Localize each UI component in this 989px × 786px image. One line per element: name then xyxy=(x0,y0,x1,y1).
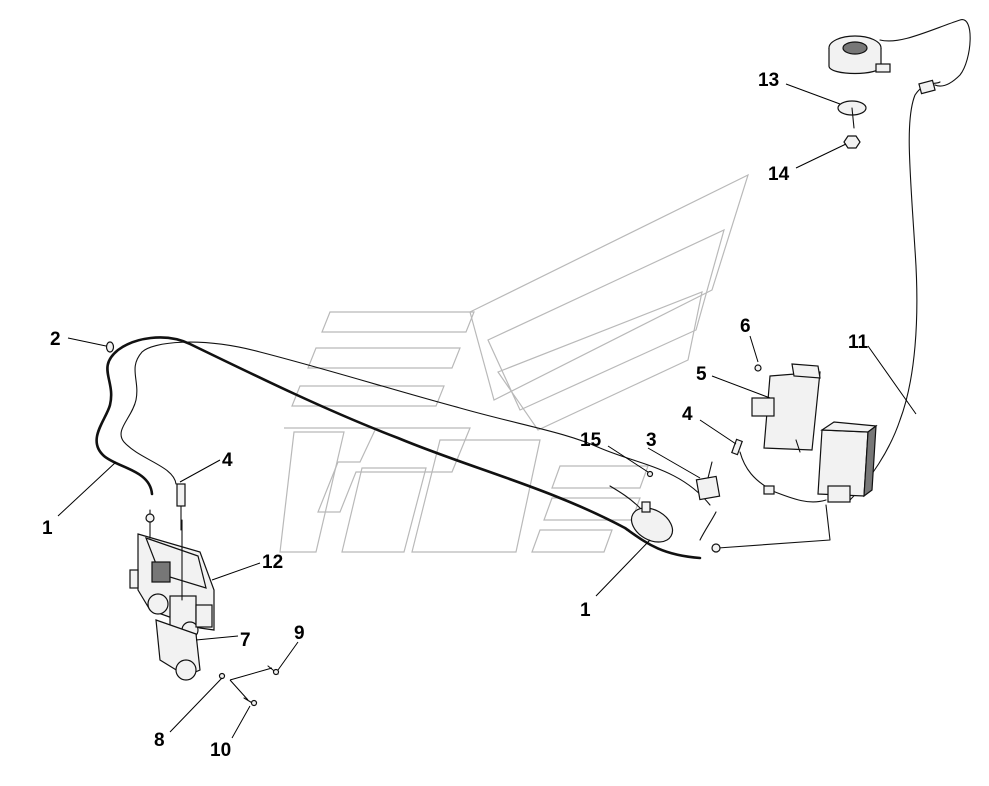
callout-1-left: 1 xyxy=(42,518,53,539)
part-15-clip xyxy=(646,470,654,478)
part-5-bracket xyxy=(751,363,821,453)
part-3-module xyxy=(695,461,721,501)
callout-8: 8 xyxy=(154,730,165,751)
callout-10: 10 xyxy=(210,740,231,761)
fasteners-8-9-10 xyxy=(218,665,280,707)
callout-4-right: 4 xyxy=(682,404,693,425)
part-1-antenna-disc xyxy=(630,501,721,553)
callout-7: 7 xyxy=(240,630,251,651)
callout-5: 5 xyxy=(696,364,707,385)
callout-6: 6 xyxy=(740,316,751,337)
callout-4-left: 4 xyxy=(222,450,233,471)
part-6-screw xyxy=(754,364,762,372)
wiring-harness xyxy=(95,19,971,560)
part-13-speaker xyxy=(828,35,936,129)
callout-12: 12 xyxy=(262,552,283,573)
part-4-antenna-connector xyxy=(176,483,186,531)
control-box xyxy=(817,421,878,503)
callout-1-right: 1 xyxy=(580,600,591,621)
part-12-radio-unit xyxy=(129,509,215,681)
leader-lines xyxy=(57,83,917,739)
callout-labels: 1 1 2 3 4 4 5 6 7 8 9 10 11 12 13 14 15 xyxy=(42,70,869,761)
callout-9: 9 xyxy=(294,623,305,644)
part-14-nut xyxy=(843,135,861,149)
callout-11: 11 xyxy=(848,332,869,353)
callout-13: 13 xyxy=(758,70,779,91)
callout-2: 2 xyxy=(50,329,61,350)
callout-15: 15 xyxy=(580,430,602,451)
watermark-logo xyxy=(279,173,749,553)
part-2-grommet xyxy=(105,341,115,353)
callout-3: 3 xyxy=(646,430,657,451)
part-4-cable-connector xyxy=(731,438,775,495)
callout-14: 14 xyxy=(768,164,790,185)
